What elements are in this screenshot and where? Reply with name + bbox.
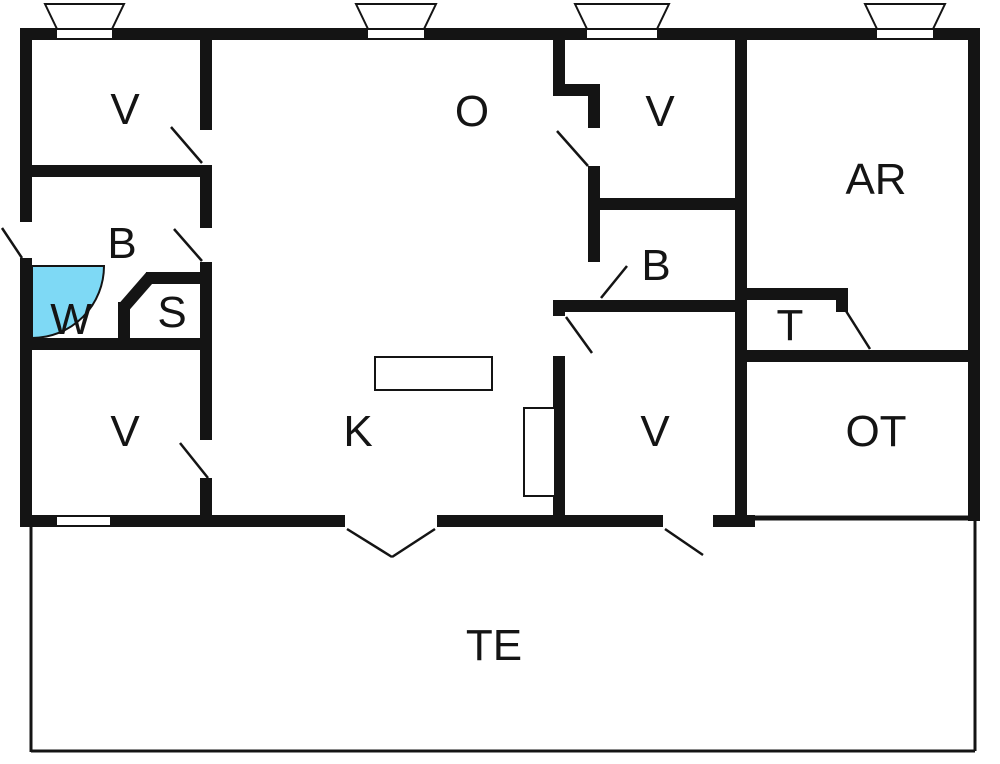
window-hood xyxy=(43,3,126,30)
wall-segment xyxy=(200,478,212,527)
room-label-v-bottom-right: V xyxy=(640,407,670,456)
window-hood xyxy=(863,3,947,30)
door-mark xyxy=(0,227,24,259)
door-mark xyxy=(600,265,628,299)
wall-segment xyxy=(118,302,130,350)
room-label-w: W xyxy=(50,295,92,344)
wall-segment xyxy=(747,288,847,300)
door-mark xyxy=(556,130,589,167)
wall-segment xyxy=(836,288,848,312)
wall-segment xyxy=(735,350,980,362)
room-label-v-top-right: V xyxy=(645,87,675,136)
room-label-ot: OT xyxy=(845,407,906,456)
wall-segment xyxy=(200,166,212,228)
wall-segment xyxy=(588,84,600,128)
room-label-te: TE xyxy=(466,621,522,670)
room-label-o: O xyxy=(455,87,489,136)
exterior-walls xyxy=(20,28,980,527)
room-label-b-left: B xyxy=(107,219,136,268)
interior-walls xyxy=(20,28,980,527)
wall-segment xyxy=(200,262,212,440)
wall-segment xyxy=(20,28,32,222)
shower-quarter-circle xyxy=(31,265,106,340)
room-label-s: S xyxy=(157,288,186,337)
wall-segment xyxy=(657,28,877,40)
wall-segment xyxy=(588,198,745,210)
wall-segment xyxy=(112,28,368,40)
door-mark xyxy=(564,316,594,354)
wall-segment xyxy=(437,515,663,527)
window-hoods xyxy=(43,3,947,30)
door-mark xyxy=(664,527,704,557)
window-hood xyxy=(354,3,438,30)
wall-segment xyxy=(424,28,587,40)
wall-segment xyxy=(553,28,565,95)
wall-segment-diagonal xyxy=(119,272,156,311)
wall-segment xyxy=(713,515,755,527)
door-mark xyxy=(179,442,209,479)
room-label-ar: AR xyxy=(845,155,906,204)
room-label-k: K xyxy=(343,407,372,456)
wall-segment xyxy=(968,28,980,521)
wall-segment xyxy=(553,300,565,316)
window-hood xyxy=(573,3,671,30)
wall-segment xyxy=(20,165,212,177)
stove xyxy=(523,407,556,497)
wall-segment xyxy=(200,28,212,130)
room-label-t: T xyxy=(777,301,804,350)
wall-segment xyxy=(735,28,747,527)
room-label-v-top-left: V xyxy=(110,85,140,134)
room-labels: V O V AR B W S B T K V V OT TE xyxy=(50,85,906,670)
wall-segment xyxy=(20,515,57,527)
wall-segment xyxy=(146,272,212,284)
room-label-v-bottom-left: V xyxy=(110,407,140,456)
door-mark xyxy=(346,527,393,559)
terrace-outline xyxy=(29,515,978,753)
wall-segment xyxy=(20,338,212,350)
room-label-b-right: B xyxy=(641,241,670,290)
door-mark xyxy=(391,527,436,559)
door-mark xyxy=(844,310,872,350)
wall-segment xyxy=(588,166,600,262)
wall-segment xyxy=(553,300,745,312)
table xyxy=(374,356,493,391)
door-marks xyxy=(0,126,872,559)
wall-segment xyxy=(110,515,345,527)
door-mark xyxy=(173,228,203,262)
door-mark xyxy=(170,126,203,164)
wall-segment xyxy=(20,258,32,527)
